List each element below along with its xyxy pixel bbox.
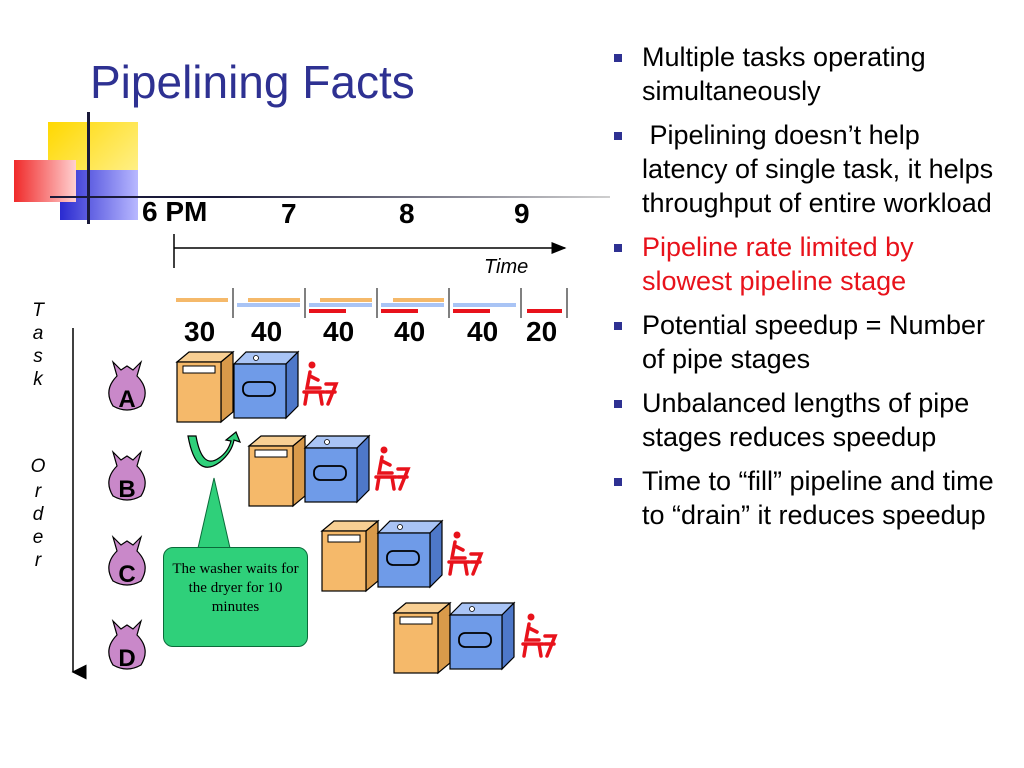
callout-pointer	[197, 477, 231, 549]
bullet-item: Potential speedup = Number of pipe stage…	[610, 308, 1005, 376]
bullet-item: Pipelining doesn’t help latency of singl…	[610, 118, 1005, 220]
task-order-letter: d	[32, 504, 44, 525]
task-label-d: D	[118, 645, 136, 672]
task-order-letter: T	[32, 300, 44, 321]
hour-label-9: 9	[514, 198, 530, 229]
hour-label-8: 8	[399, 198, 415, 229]
duration-label: 40	[251, 316, 283, 347]
hour-label-6pm: 6 PM	[142, 196, 208, 227]
pipeline-diagram	[71, 234, 568, 680]
task-order-letter: a	[32, 323, 44, 344]
bullet-item: Time to “fill” pipeline and time to “dra…	[610, 464, 1005, 532]
bullet-item: Multiple tasks operating simultaneously	[610, 40, 1005, 108]
bullet-item: Unbalanced lengths of pipe stages reduce…	[610, 386, 1005, 454]
task-label-c: C	[118, 561, 136, 588]
task-order-letter: s	[33, 346, 43, 367]
decoration-horizontal-line	[50, 196, 610, 198]
duration-label: 40	[467, 316, 499, 347]
wait-arrow	[187, 431, 242, 468]
task-order-letter: O	[30, 456, 46, 477]
bullet-item: Pipeline rate limited by slowest pipelin…	[610, 230, 1005, 298]
task-order-letter: r	[34, 481, 42, 502]
hour-label-7: 7	[281, 198, 297, 229]
decoration-red-square	[14, 160, 76, 202]
stage-ticks	[232, 288, 568, 318]
bullet-list: Multiple tasks operating simultaneously …	[610, 40, 1005, 542]
task-order-letter: r	[34, 550, 42, 571]
stage-bars	[176, 298, 562, 313]
task-order-letter: k	[33, 369, 43, 390]
slide-title: Pipelining Facts	[90, 56, 415, 108]
duration-label: 40	[323, 316, 355, 347]
callout-box: The washer waits for the dryer for 10 mi…	[163, 547, 308, 647]
time-axis-label: Time	[484, 256, 529, 278]
task-order-letter: e	[32, 527, 44, 548]
task-label-a: A	[118, 386, 136, 413]
duration-label: 40	[394, 316, 426, 347]
duration-label: 30	[184, 316, 216, 347]
decoration-vertical-line	[87, 112, 90, 224]
task-label-b: B	[118, 476, 136, 503]
duration-label: 20	[526, 316, 558, 347]
